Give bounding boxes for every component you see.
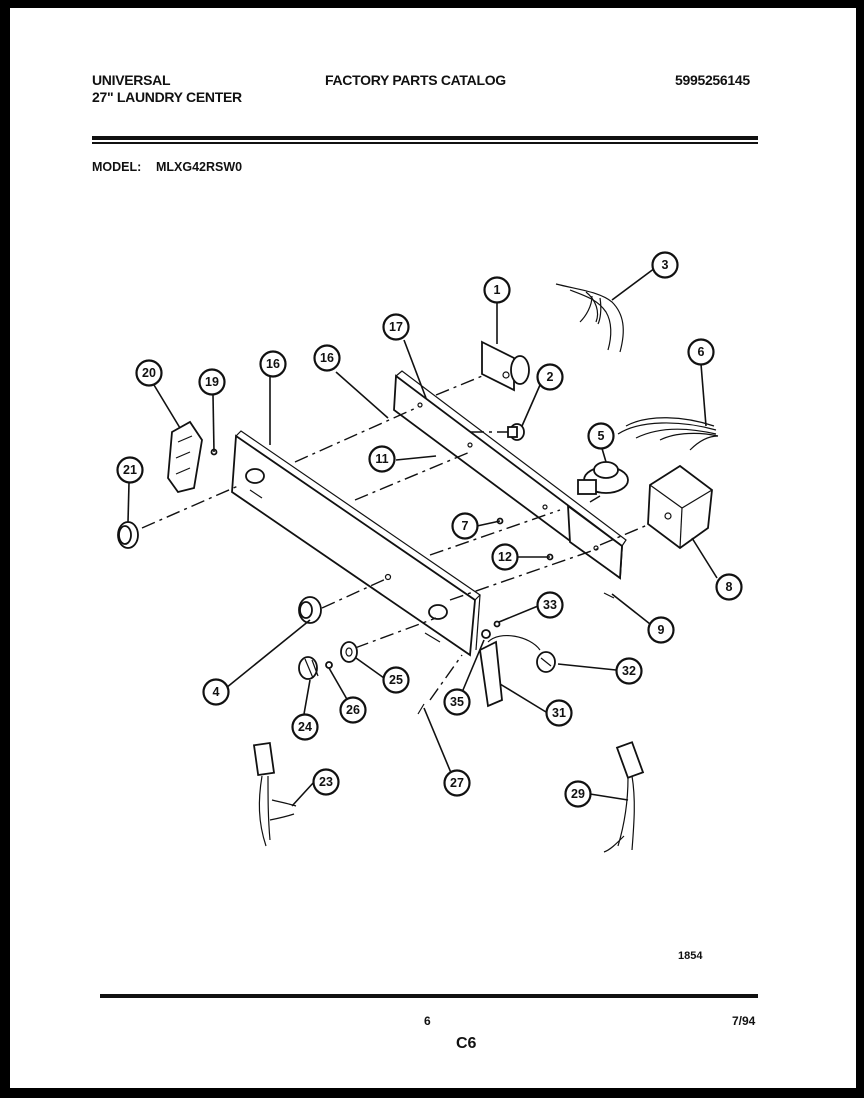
- callout-8: 8: [715, 573, 743, 601]
- catalog-sheet: UNIVERSAL 27" LAUNDRY CENTER FACTORY PAR…: [10, 8, 856, 1088]
- callout-20: 20: [135, 359, 163, 387]
- callout-5: 5: [587, 422, 615, 450]
- svg-text:11: 11: [375, 452, 388, 466]
- svg-text:12: 12: [498, 550, 512, 564]
- bracket-part-31: [479, 635, 541, 708]
- callout-26: 26: [339, 696, 367, 724]
- brand-name: UNIVERSAL: [92, 72, 171, 88]
- model-number: MLXG42RSW0: [156, 160, 243, 174]
- washer-part-25: [340, 641, 358, 663]
- svg-text:2: 2: [547, 370, 554, 384]
- callout-21: 21: [116, 456, 144, 484]
- timer-part: [481, 340, 530, 392]
- module-part-8: [647, 464, 713, 550]
- callout-7: 7: [451, 512, 479, 540]
- product-name: 27" LAUNDRY CENTER: [92, 89, 242, 105]
- callout-19: 19: [198, 368, 226, 396]
- svg-text:29: 29: [571, 787, 585, 801]
- callout-11: 11: [368, 445, 396, 473]
- knob-part-21: [117, 521, 139, 549]
- svg-text:32: 32: [622, 664, 636, 678]
- callout-3: 3: [651, 251, 679, 279]
- svg-text:4: 4: [213, 685, 220, 699]
- model-label: MODEL:: [92, 160, 142, 174]
- svg-text:1: 1: [494, 283, 501, 297]
- drawing-number: 1854: [678, 950, 703, 962]
- callout-31: 31: [545, 699, 573, 727]
- svg-text:8: 8: [726, 580, 733, 594]
- callout-24: 24: [291, 713, 319, 741]
- wire-harness-23: [252, 742, 297, 847]
- svg-text:19: 19: [205, 375, 219, 389]
- callout-1: 1: [483, 276, 511, 304]
- callout-6: 6: [687, 338, 715, 366]
- switch-part-32: [536, 651, 556, 673]
- callout-32: 32: [615, 657, 643, 685]
- knob-part-4: [298, 596, 322, 624]
- print-date: 7/94: [732, 1014, 756, 1028]
- callout-35: 35: [443, 688, 471, 716]
- callout-23: 23: [312, 768, 340, 796]
- knob-part-24: [298, 656, 319, 680]
- callout-12: 12: [491, 543, 519, 571]
- switch-part-20: [167, 420, 203, 494]
- svg-text:20: 20: [142, 366, 156, 380]
- svg-text:25: 25: [389, 673, 403, 687]
- callout-4: 4: [202, 678, 230, 706]
- wire-harness-29: [603, 741, 645, 853]
- catalog-title: FACTORY PARTS CATALOG: [325, 72, 506, 88]
- svg-text:33: 33: [543, 598, 557, 612]
- callout-33: 33: [536, 591, 564, 619]
- svg-text:31: 31: [552, 706, 566, 720]
- svg-text:16: 16: [320, 351, 334, 365]
- page-number: 6: [424, 1014, 431, 1028]
- svg-text:24: 24: [298, 720, 312, 734]
- svg-text:6: 6: [698, 345, 705, 359]
- svg-text:17: 17: [389, 320, 403, 334]
- clip-part-35: [481, 629, 491, 639]
- header-rule-thick: [92, 136, 758, 140]
- screw-part-9: [603, 592, 615, 599]
- svg-text:27: 27: [450, 776, 464, 790]
- header-rule-thin: [92, 142, 758, 144]
- screw-part-33: [493, 620, 501, 628]
- buzzer-part-5: [577, 461, 629, 495]
- callout-9: 9: [647, 616, 675, 644]
- svg-text:7: 7: [462, 519, 469, 533]
- control-panel-back: [231, 430, 481, 657]
- svg-text:16: 16: [266, 357, 280, 371]
- wire-harness-3: [555, 283, 624, 353]
- callout-29: 29: [564, 780, 592, 808]
- leader-lines: [127, 267, 718, 807]
- callout-17: 17: [382, 313, 410, 341]
- callout-25: 25: [382, 666, 410, 694]
- svg-text:3: 3: [662, 258, 669, 272]
- svg-text:26: 26: [346, 703, 360, 717]
- catalog-number: 5995256145: [675, 72, 750, 88]
- section-code: C6: [456, 1035, 477, 1052]
- screw-part-27: [417, 703, 425, 715]
- svg-text:21: 21: [123, 463, 137, 477]
- callout-27: 27: [443, 769, 471, 797]
- clip-part-26: [325, 661, 333, 669]
- svg-text:5: 5: [598, 429, 605, 443]
- svg-text:9: 9: [658, 623, 665, 637]
- callout-16-rod: 16: [313, 344, 341, 372]
- wire-harness-6: [617, 417, 719, 451]
- callouts: 1 2 3 4 5 6 7 8 9 11 12 16 16 17 19 20 2…: [116, 251, 743, 808]
- callout-2: 2: [536, 363, 564, 391]
- control-bracket: [393, 370, 627, 580]
- svg-text:35: 35: [450, 695, 464, 709]
- svg-text:23: 23: [319, 775, 333, 789]
- footer-rule: [100, 994, 758, 998]
- switch-part-2: [507, 423, 525, 441]
- callout-16-panel: 16: [259, 350, 287, 378]
